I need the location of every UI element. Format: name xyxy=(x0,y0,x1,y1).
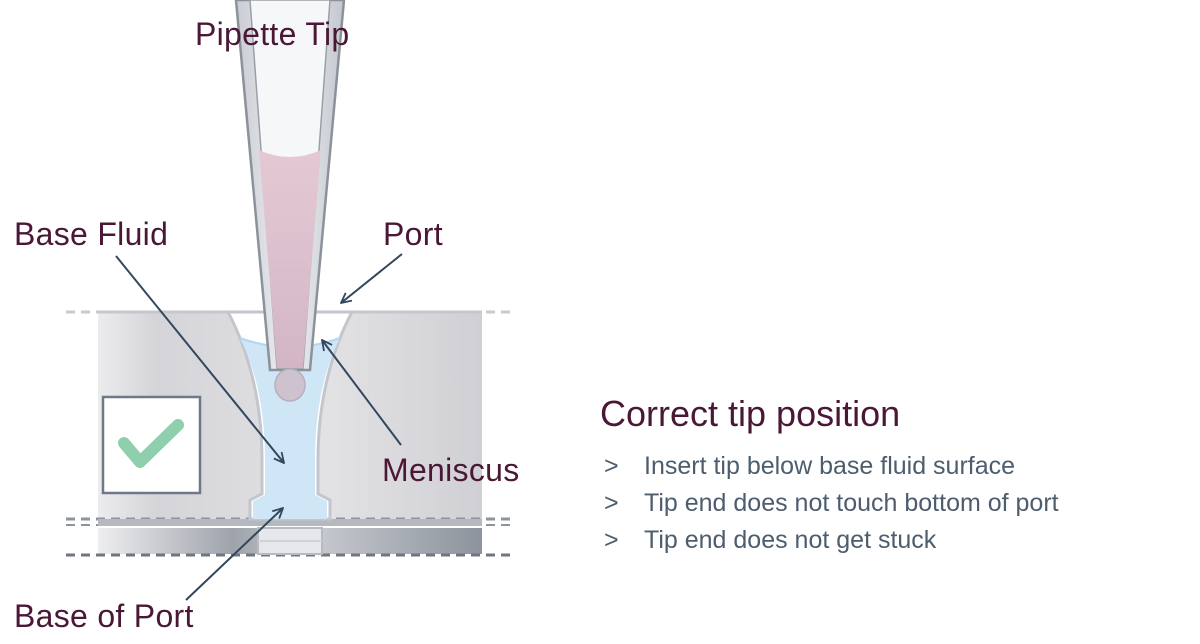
leader-lines xyxy=(115,253,403,601)
base-of-port-label: Base of Port xyxy=(14,598,194,634)
list-item: > Tip end does not touch bottom of port xyxy=(600,491,1196,528)
instructions-panel: Correct tip position > Insert tip below … xyxy=(600,396,1196,565)
base-fluid xyxy=(240,338,340,519)
list-item: > Insert tip below base fluid surface xyxy=(600,454,1196,491)
bullet-marker: > xyxy=(604,489,619,517)
base-of-port-arrow xyxy=(185,508,283,601)
list-item-text: Tip end does not get stuck xyxy=(644,526,937,554)
base-fluid-label: Base Fluid xyxy=(14,216,169,252)
panel-title: Correct tip position xyxy=(600,393,901,434)
status-box xyxy=(101,395,202,495)
bullet-marker: > xyxy=(604,452,619,480)
list-item-text: Tip end does not touch bottom of port xyxy=(644,489,1059,517)
meniscus-label: Meniscus xyxy=(382,452,520,488)
list-item-text: Insert tip below base fluid surface xyxy=(644,452,1016,480)
fluid-droplet xyxy=(274,368,306,402)
port-well xyxy=(225,310,355,555)
bullet-marker: > xyxy=(604,526,619,554)
meniscus-arrow xyxy=(322,340,402,446)
pipette-tip-label: Pipette Tip xyxy=(195,16,350,52)
port-arrow xyxy=(341,253,403,303)
pipette-tip xyxy=(234,0,346,402)
base-fluid-arrow xyxy=(115,255,284,463)
port-label: Port xyxy=(383,216,443,252)
list-item: > Tip end does not get stuck xyxy=(600,528,1196,565)
checkmark-icon xyxy=(118,419,184,468)
